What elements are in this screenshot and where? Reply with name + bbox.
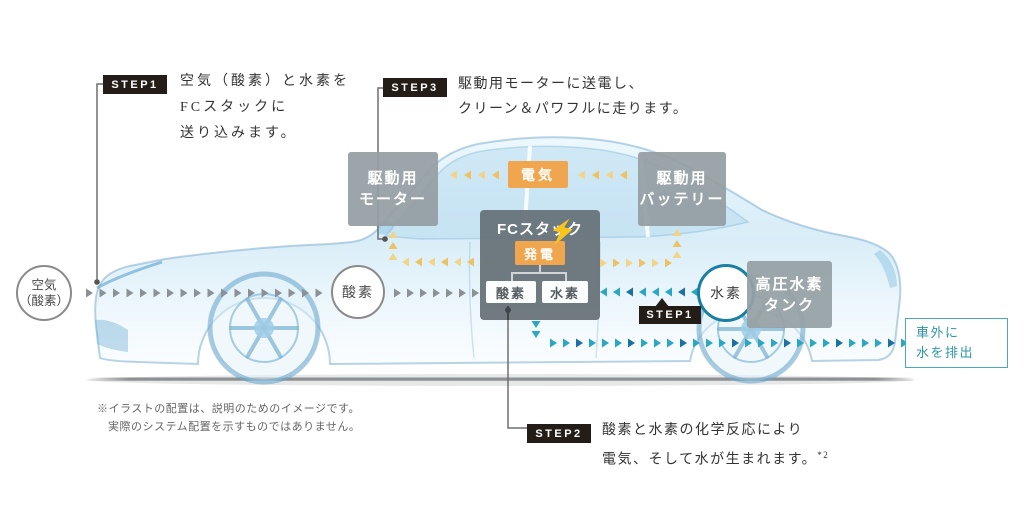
air-circle-line1: 空気 <box>31 278 57 292</box>
tank-label-line1: 高圧水素 <box>755 275 824 293</box>
drive-motor-label-line2: モーター <box>358 191 427 208</box>
step1-line2: FCスタックに <box>180 100 289 115</box>
step1-badge: STEP1 <box>103 75 167 94</box>
stack-bracket <box>511 272 567 274</box>
drive-motor-label-line1: 駆動用 <box>367 170 419 187</box>
stack-bracket <box>565 272 567 281</box>
power-generation-label: 発電 <box>515 241 565 265</box>
step3-badge: STEP3 <box>383 78 447 97</box>
drive-motor-box: 駆動用 モーター <box>348 152 438 226</box>
step2-line1: 酸素と水素の化学反応により <box>602 423 804 438</box>
step2-badge: STEP2 <box>527 424 591 443</box>
step1-description: 空気（酸素）と水素を FCスタックに 送り込みます。 <box>180 69 350 147</box>
drive-battery-label-line2: バッテリー <box>639 191 725 208</box>
step2-footnote-marker: *2 <box>817 450 830 460</box>
step2-connector-dot <box>505 307 511 313</box>
fc-stack-title: FCスタック <box>497 221 583 238</box>
footnote-line2: 実際のシステム配置を示すものではありません。 <box>108 421 361 433</box>
lightning-icon <box>552 218 573 246</box>
stack-bracket <box>539 265 541 272</box>
car-door-line <box>468 241 475 359</box>
step3-connector-dot <box>382 236 388 242</box>
car-headlight <box>96 260 163 290</box>
stack-hydrogen-chip: 水素 <box>542 281 588 303</box>
stack-bracket <box>511 272 513 281</box>
oxygen-circle: 酸素 <box>331 265 385 319</box>
car-grille <box>95 319 128 352</box>
water-discharge-box: 車外に 水を排出 <box>905 318 1008 368</box>
car-front-wheel <box>207 271 321 385</box>
step1-connector <box>96 83 103 281</box>
water-discharge-line2: 水を排出 <box>916 345 975 360</box>
step2-connector-stub <box>507 306 509 320</box>
step2-connector <box>507 320 527 429</box>
footnote: ※イラストの配置は、説明のためのイメージです。 実際のシステム配置を示すものでは… <box>97 400 360 436</box>
air-circle-line2: （酸素） <box>18 294 69 308</box>
electricity-label: 電気 <box>508 161 568 188</box>
step2-description: 酸素と水素の化学反応により 電気、そして水が生まれます。*2 <box>602 418 829 473</box>
hydrogen-tank-box: 高圧水素 タンク <box>747 261 832 328</box>
air-oxygen-circle: 空気 （酸素） <box>16 265 72 321</box>
step2-line2: 電気、そして水が生まれます。*2 <box>602 450 830 468</box>
ground-line <box>88 377 916 381</box>
drive-battery-label-line1: 駆動用 <box>656 170 708 187</box>
step1-tank-badge: STEP1 <box>639 306 701 324</box>
drive-battery-box: 駆動用 バッテリー <box>638 152 726 226</box>
step1-line3: 送り込みます。 <box>180 126 298 141</box>
fc-stack-box: FCスタック 発電 酸素 水素 <box>480 210 600 320</box>
step3-line2: クリーン＆パワフルに走ります。 <box>458 102 689 117</box>
water-discharge-line1: 車外に <box>916 325 960 340</box>
footnote-line1: ※イラストの配置は、説明のためのイメージです。 <box>97 403 360 415</box>
flow-arrows <box>86 170 908 348</box>
tank-label-line2: タンク <box>763 296 815 314</box>
car-taillight <box>874 250 897 288</box>
step3-line1: 駆動用モーターに送電し、 <box>458 77 644 92</box>
step1-connector-dot <box>94 279 100 285</box>
step1-tank-pointer <box>655 298 669 307</box>
stack-oxygen-chip: 酸素 <box>486 281 536 303</box>
step1-line1: 空気（酸素）と水素を <box>180 74 350 89</box>
step3-description: 駆動用モーターに送電し、 クリーン＆パワフルに走ります。 <box>458 72 688 122</box>
